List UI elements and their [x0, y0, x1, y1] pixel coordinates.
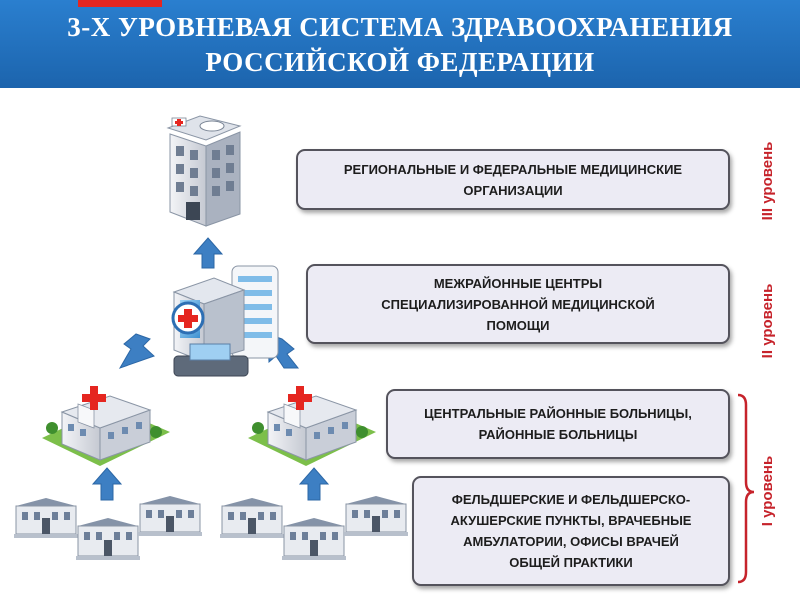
- clinic-icon: [76, 518, 140, 560]
- box-regional-federal: РЕГИОНАЛЬНЫЕ И ФЕДЕРАЛЬНЫЕ МЕДИЦИНСКИЕ О…: [296, 149, 730, 210]
- header-accent-bar: [78, 0, 162, 7]
- clinic-icon: [14, 498, 78, 538]
- header-banner: 3-Х УРОВНЕВАЯ СИСТЕМА ЗДРАВООХРАНЕНИЯ РО…: [0, 0, 800, 88]
- clinic-icon: [282, 518, 346, 560]
- box-paramedic-line-4: ОБЩЕЙ ПРАКТИКИ: [509, 555, 633, 570]
- clinic-icon: [138, 496, 202, 536]
- box-paramedic-line-1: ФЕЛЬДШЕРСКИЕ И ФЕЛЬДШЕРСКО-: [451, 492, 691, 507]
- box-regional-line-2: ОРГАНИЗАЦИИ: [463, 182, 563, 198]
- arrow-up-icon: [298, 467, 330, 501]
- page-title: 3-Х УРОВНЕВАЯ СИСТЕМА ЗДРАВООХРАНЕНИЯ РО…: [0, 10, 800, 80]
- box-interdistrict-line-3: ПОМОЩИ: [486, 317, 550, 333]
- box-central-line-1: ЦЕНТРАЛЬНЫЕ РАЙОННЫЕ БОЛЬНИЦЫ,: [424, 406, 692, 421]
- box-interdistrict-centers: МЕЖРАЙОННЫЕ ЦЕНТРЫ СПЕЦИАЛИЗИРОВАННОЙ МЕ…: [306, 264, 730, 344]
- clinic-icon: [344, 496, 408, 536]
- box-paramedic-line-2: АКУШЕРСКИЕ ПУНКТЫ, ВРАЧЕБНЫЕ: [450, 513, 692, 528]
- district-hospital-icon: [42, 386, 170, 466]
- box-paramedic-line-3: АМБУЛАТОРИИ, ОФИСЫ ВРАЧЕЙ: [463, 534, 679, 549]
- arrow-up-icon: [118, 333, 155, 369]
- level-1-bracket: [737, 393, 755, 584]
- title-line-1: 3-Х УРОВНЕВАЯ СИСТЕМА ЗДРАВООХРАНЕНИЯ: [67, 12, 733, 42]
- box-central-line-2: РАЙОННЫЕ БОЛЬНИЦЫ: [478, 427, 638, 442]
- hospital-tower-icon: [166, 115, 242, 227]
- box-interdistrict-line-2: СПЕЦИАЛИЗИРОВАННОЙ МЕДИЦИНСКОЙ: [381, 296, 655, 312]
- clinic-icon: [220, 498, 284, 538]
- box-interdistrict-line-1: МЕЖРАЙОННЫЕ ЦЕНТРЫ: [433, 275, 603, 291]
- box-central-hospitals: ЦЕНТРАЛЬНЫЕ РАЙОННЫЕ БОЛЬНИЦЫ, РАЙОННЫЕ …: [386, 389, 730, 459]
- box-regional-line-1: РЕГИОНАЛЬНЫЕ И ФЕДЕРАЛЬНЫЕ МЕДИЦИНСКИЕ: [343, 161, 683, 177]
- arrow-up-icon: [192, 237, 224, 269]
- medical-center-icon: [171, 265, 279, 377]
- title-line-2: РОССИЙСКОЙ ФЕДЕРАЦИИ: [205, 47, 595, 77]
- district-hospital-icon: [248, 386, 376, 466]
- arrow-up-icon: [91, 467, 123, 501]
- box-paramedic-points: ФЕЛЬДШЕРСКИЕ И ФЕЛЬДШЕРСКО- АКУШЕРСКИЕ П…: [412, 476, 730, 586]
